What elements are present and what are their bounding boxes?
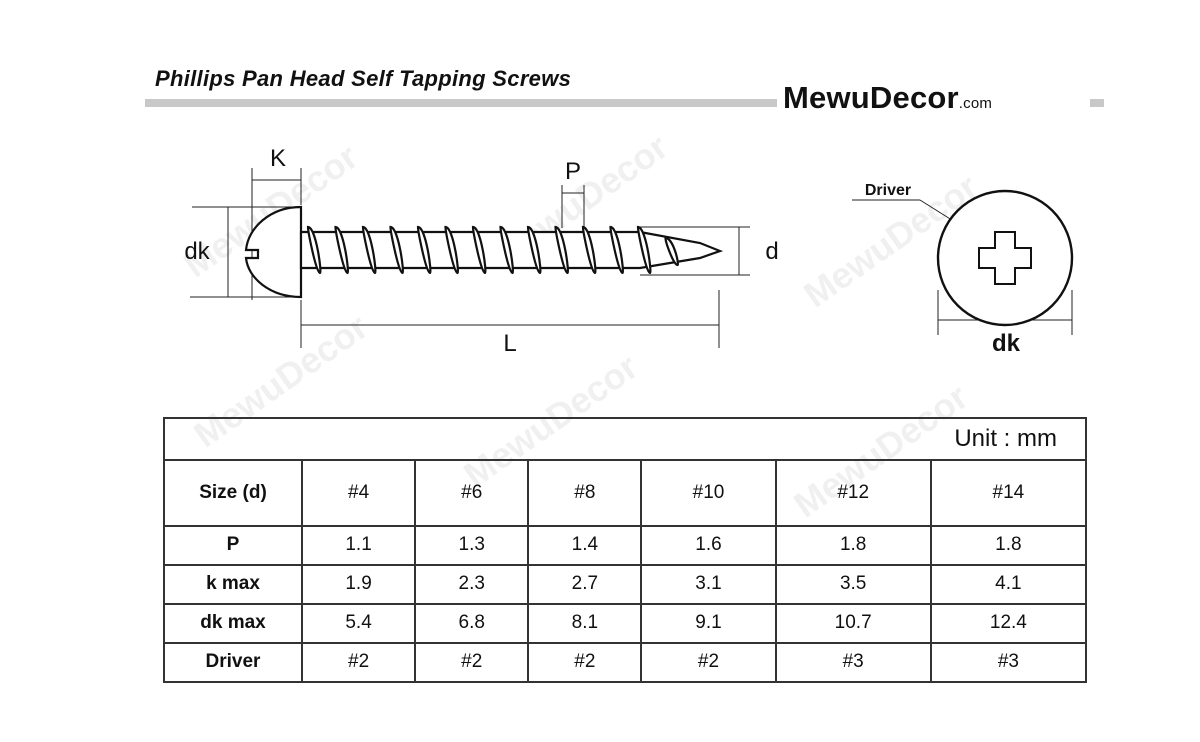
dimension-lines [190, 168, 1073, 348]
table-cell: 1.8 [774, 524, 932, 566]
table-row: Driver#2#2#2#2#3#3 [163, 641, 1088, 684]
thread [581, 225, 597, 275]
row-header: P [163, 524, 303, 566]
thread [636, 225, 652, 275]
label-l: L [503, 330, 517, 357]
table-cell: 4.1 [929, 563, 1088, 605]
thread [361, 225, 377, 275]
table-cell: 5.4 [300, 602, 417, 644]
row-header: Size (d) [163, 459, 303, 527]
row-header: k max [163, 563, 303, 605]
table-cell: 2.7 [527, 563, 643, 605]
page-title: Phillips Pan Head Self Tapping Screws [155, 66, 572, 91]
screw-diagram [190, 168, 1074, 348]
thread [389, 225, 404, 275]
size-cell: #6 [414, 459, 530, 527]
table-cell: #2 [300, 641, 417, 684]
size-cell: #10 [640, 459, 777, 527]
table-cell: 1.4 [527, 524, 643, 566]
table-cell: 9.1 [640, 602, 777, 644]
table-cell: 8.1 [527, 602, 643, 644]
table-cell: #3 [929, 641, 1088, 684]
thread [664, 236, 679, 267]
table-cell: 1.6 [640, 524, 777, 566]
label-driver: Driver [864, 182, 912, 199]
thread [554, 225, 569, 275]
size-cell: #14 [929, 459, 1088, 527]
brand-name: MewuDecor [783, 80, 959, 115]
label-p: P [564, 158, 582, 185]
brand-logo: MewuDecor.com [783, 80, 992, 116]
thread [334, 225, 349, 275]
thread [444, 225, 459, 275]
table-cell: 1.1 [300, 524, 417, 566]
table-cell: #2 [640, 641, 777, 684]
unit-label: Unit : mm [163, 417, 1087, 461]
table-cell: #2 [414, 641, 530, 684]
phillips-cross-icon [978, 231, 1032, 285]
thread [471, 225, 487, 275]
size-cell: #8 [527, 459, 643, 527]
table-cell: 1.8 [929, 524, 1088, 566]
table-cell: 6.8 [414, 602, 530, 644]
table-cell: 1.3 [414, 524, 530, 566]
thread [306, 225, 322, 275]
table-cell: 2.3 [414, 563, 530, 605]
table-cell: 3.5 [774, 563, 932, 605]
screw-side-view [244, 205, 724, 299]
label-k: K [269, 145, 287, 172]
table-row: Size (d) #4#6#8#10#12#14 [163, 459, 1088, 527]
table-cell: 1.9 [300, 563, 417, 605]
label-d: d [765, 238, 779, 265]
brand-suffix: .com [958, 95, 993, 112]
table-cell: 10.7 [774, 602, 932, 644]
table-cell: 12.4 [929, 602, 1088, 644]
label-top-dk: dk [991, 330, 1021, 357]
row-header: Driver [163, 641, 303, 684]
brand-bar [1090, 99, 1104, 107]
screw-top-view [936, 189, 1074, 327]
table-cell: #2 [527, 641, 643, 684]
label-dk: dk [184, 238, 210, 265]
size-cell: #12 [774, 459, 932, 527]
table-cell: 3.1 [640, 563, 777, 605]
thread [526, 225, 542, 275]
thread [416, 225, 432, 275]
thread [499, 225, 514, 275]
row-header: dk max [163, 602, 303, 644]
size-cell: #4 [300, 459, 417, 527]
table-cell: #3 [774, 641, 932, 684]
thread [609, 225, 624, 275]
title-underline [145, 99, 777, 107]
